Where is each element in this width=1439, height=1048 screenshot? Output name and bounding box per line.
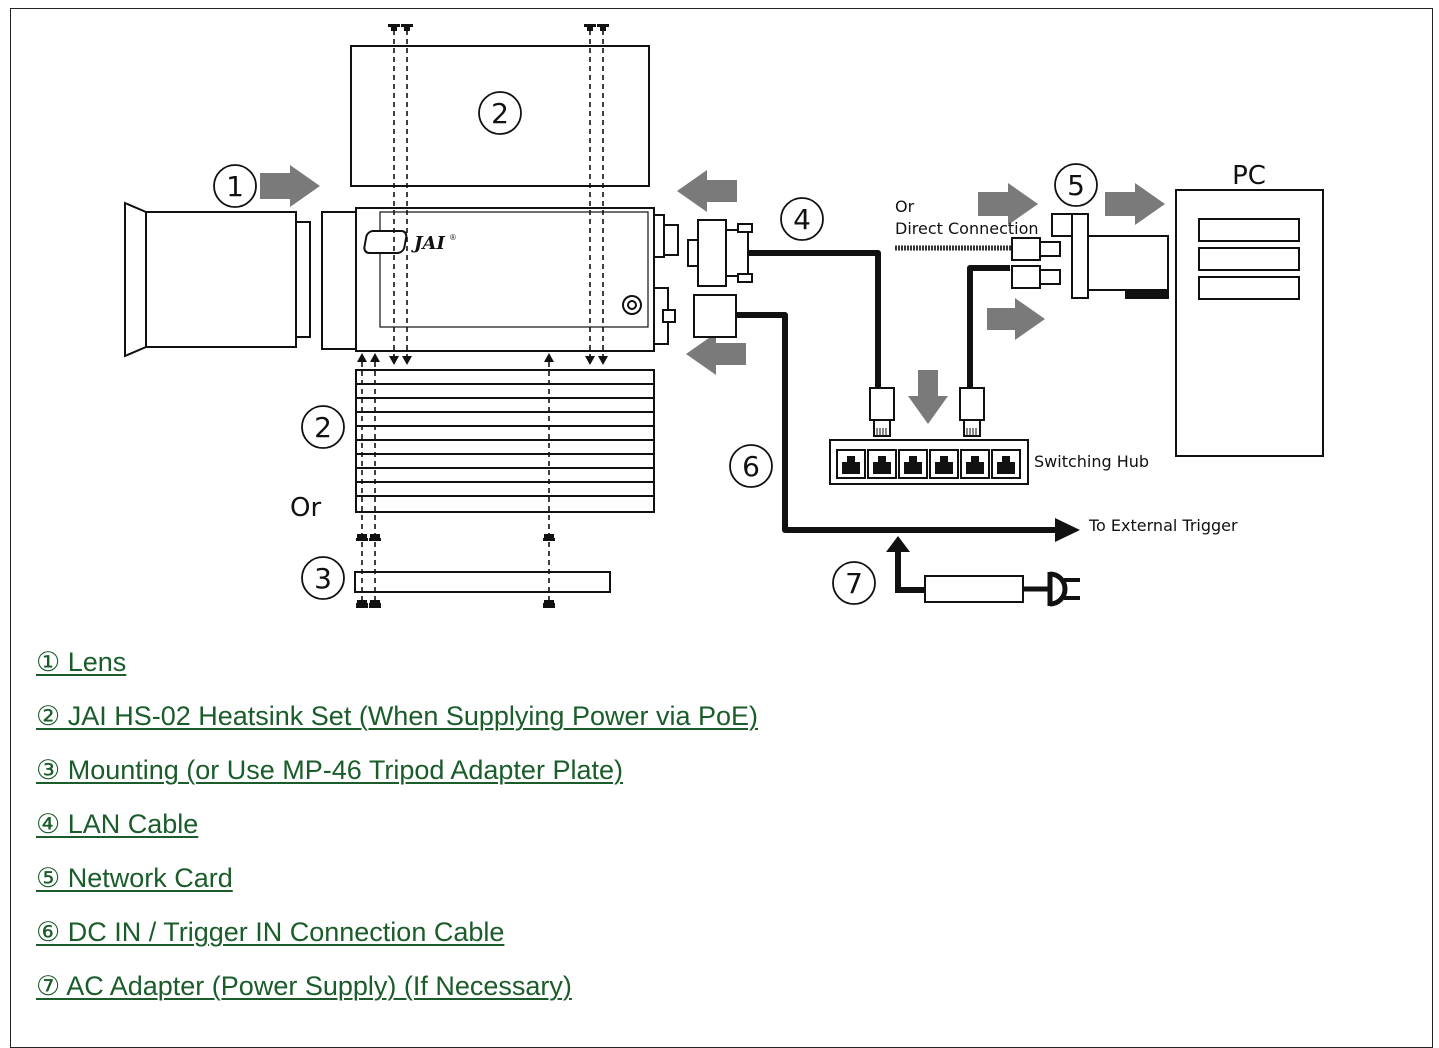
lens [124,201,311,358]
heatsink-fins [355,369,655,513]
lan-connector-camera [687,219,753,287]
trigger-arrow-head [1055,518,1080,542]
direction-arrows [260,165,1165,424]
switching-hub [829,439,1029,485]
marker-6-circle [729,444,773,488]
marker-2-bottom-circle [301,405,345,449]
legend-link-lan-cable[interactable]: ④ LAN Cable [36,809,199,839]
component-legend: ① Lens ② JAI HS-02 Heatsink Set (When Su… [36,640,758,1018]
marker-2-bottom: 2 [314,411,332,444]
external-trigger-label: To External Trigger [1088,516,1238,535]
marker-4-circle [780,197,824,241]
pc-tower [1175,189,1324,457]
legend-link-ac-adapter[interactable]: ⑦ AC Adapter (Power Supply) (If Necessar… [36,971,572,1001]
marker-1: 1 [226,170,244,203]
direct-connection-label: Direct Connection [895,219,1039,238]
brand-text: JAI [411,233,445,254]
power-arrow-head [886,536,910,552]
legend-link-lens[interactable]: ① Lens [36,647,127,677]
legend-item: ⑤ Network Card [36,856,758,910]
lan-cable [748,250,1010,390]
tripod-plate [354,571,611,593]
marker-7-circle [832,561,876,605]
pc-label: PC [1232,161,1266,191]
legend-item: ② JAI HS-02 Heatsink Set (When Supplying… [36,694,758,748]
marker-5-circle [1054,163,1098,207]
marker-2-top-circle [478,91,522,135]
legend-item: ① Lens [36,640,758,694]
marker-1-circle [213,164,257,208]
marker-3: 3 [314,562,332,595]
trigger-cable [736,312,1055,533]
rj45-plug-left [869,387,895,437]
switching-hub-label: Switching Hub [1034,452,1149,471]
marker-2-top: 2 [491,97,509,130]
marker-3-circle [301,556,345,600]
rj45-plug-right [959,387,985,437]
network-card [1011,213,1169,299]
connection-diagram: JAI ® [124,24,1324,608]
legend-link-network-card[interactable]: ⑤ Network Card [36,863,233,893]
or-label-top: Or [895,197,915,216]
marker-6: 6 [742,450,760,483]
screw-heads [356,24,609,608]
camera-body [321,207,679,352]
marker-4: 4 [793,203,811,236]
or-label-left: Or [290,493,321,523]
power-cable [895,550,925,593]
legend-link-dc-in-cable[interactable]: ⑥ DC IN / Trigger IN Connection Cable [36,917,505,947]
ac-adapter [924,571,1080,607]
legend-link-heatsink[interactable]: ② JAI HS-02 Heatsink Set (When Supplying… [36,701,759,731]
legend-item: ④ LAN Cable [36,802,758,856]
power-connector-camera [693,294,737,338]
marker-5: 5 [1067,169,1085,202]
marker-7: 7 [845,567,863,600]
legend-item: ③ Mounting (or Use MP-46 Tripod Adapter … [36,748,758,802]
mounting-screws [361,30,604,602]
legend-item: ⑥ DC IN / Trigger IN Connection Cable [36,910,758,964]
brand-registered: ® [450,233,456,242]
legend-item: ⑦ AC Adapter (Power Supply) (If Necessar… [36,964,758,1018]
legend-link-mounting[interactable]: ③ Mounting (or Use MP-46 Tripod Adapter … [36,755,623,785]
jai-logo: JAI ® [363,230,456,254]
